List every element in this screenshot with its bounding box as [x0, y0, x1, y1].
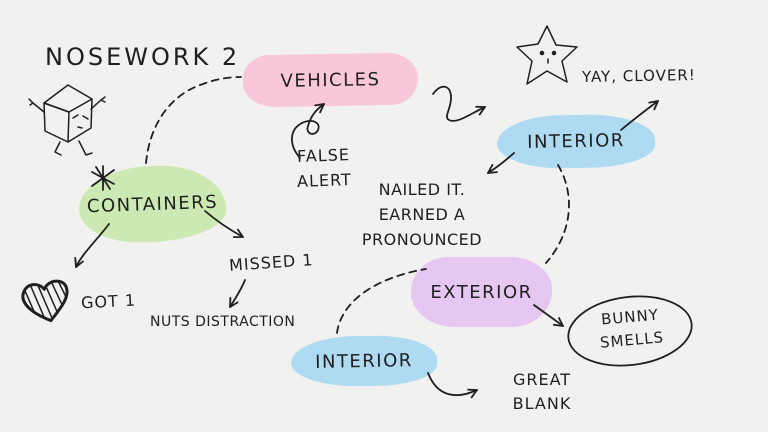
- note-bunny-smells[interactable]: BUNNY SMELLS: [599, 305, 665, 352]
- note-got-1[interactable]: GOT 1: [80, 290, 137, 313]
- note-great-blank[interactable]: GREAT BLANK: [512, 370, 572, 413]
- node-exterior-label: EXTERIOR: [430, 281, 533, 303]
- note-yay-clover[interactable]: YAY, CLOVER!: [581, 66, 696, 86]
- node-exterior[interactable]: EXTERIOR: [411, 257, 552, 327]
- note-false-alert[interactable]: FALSE ALERT: [296, 145, 353, 191]
- note-nuts-distraction[interactable]: NUTS DISTRACTION: [150, 314, 296, 330]
- note-missed-1[interactable]: MISSED 1: [228, 250, 315, 275]
- note-nailed-it-pronounced[interactable]: NAILED IT. EARNED A PRONOUNCED: [361, 180, 483, 249]
- page-title[interactable]: NOSEWORK 2: [45, 43, 241, 71]
